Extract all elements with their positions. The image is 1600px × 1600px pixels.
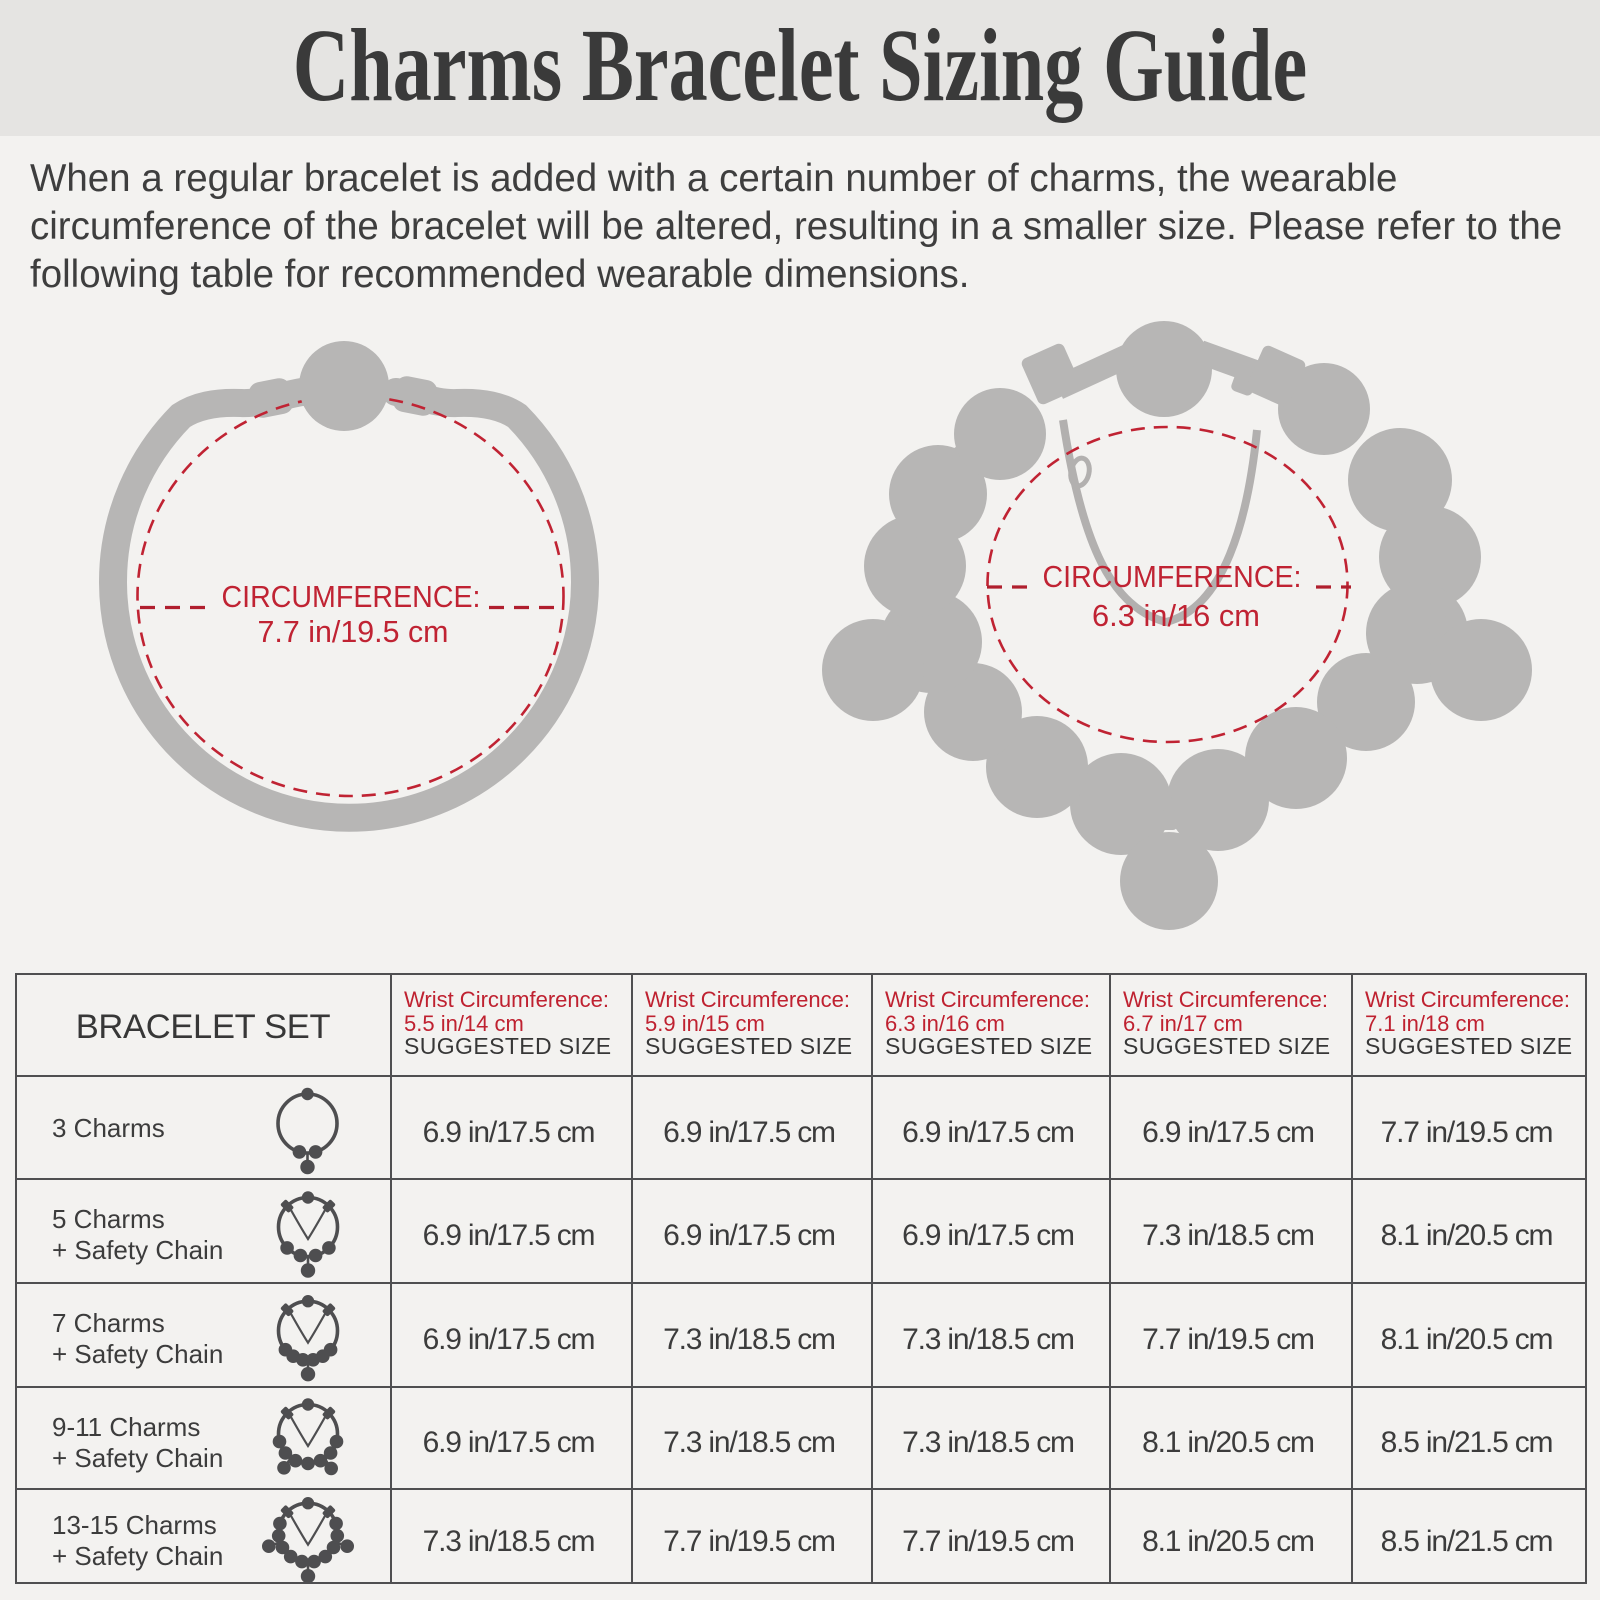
svg-text:7.7 in/19.5 cm: 7.7 in/19.5 cm [258, 614, 449, 649]
svg-text:CIRCUMFERENCE:: CIRCUMFERENCE: [222, 579, 481, 614]
svg-text:6.3 in/16 cm: 6.3 in/16 cm [1092, 598, 1260, 633]
svg-text:CIRCUMFERENCE:: CIRCUMFERENCE: [1043, 559, 1302, 594]
